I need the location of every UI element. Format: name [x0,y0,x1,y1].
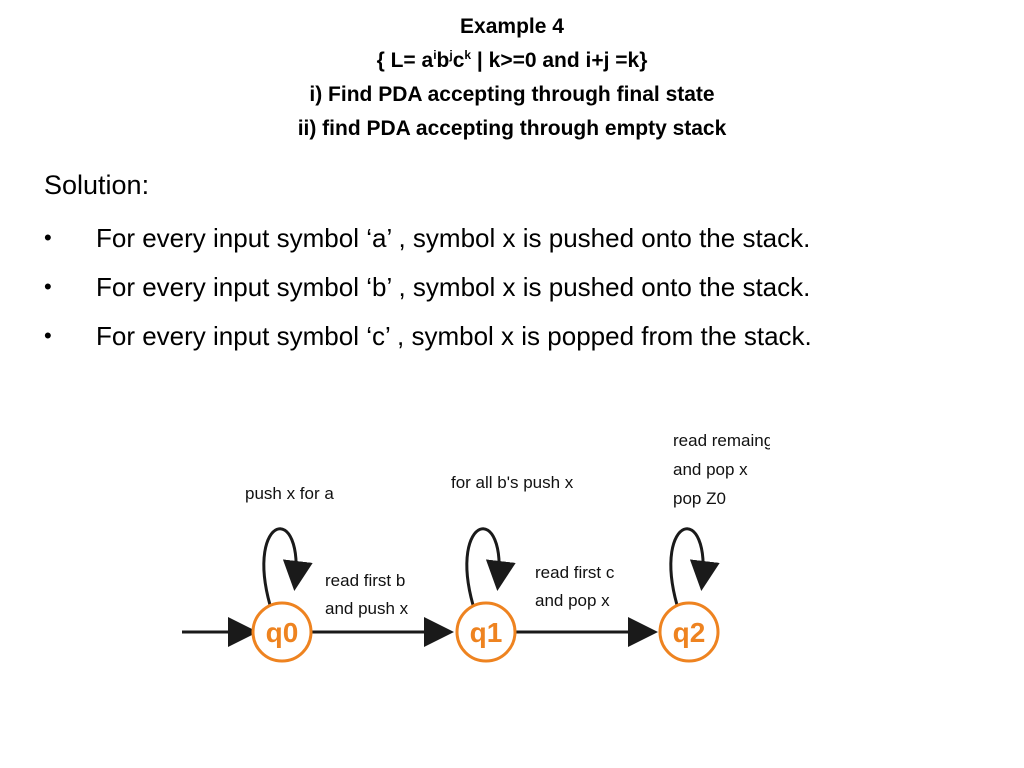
title-line-example: Example 4 [460,15,564,38]
language-condition: | k>=0 and i+j =k} [471,49,648,72]
bullet-text: For every input symbol ‘b’ , symbol x is… [96,272,811,302]
transition-q0-q1-label-line: read first b [325,571,405,590]
title-line-part-i: i) Find PDA accepting through final stat… [309,83,715,106]
title-line-part-ii: ii) find PDA accepting through empty sta… [297,117,727,140]
loop-q2-label-line: and pop x [673,460,748,479]
symbol-b: b [436,49,450,72]
solution-bullet-list: • For every input symbol ‘a’ , symbol x … [44,220,812,367]
symbol-c: c [452,49,465,72]
loop-q1-label: for all b's push x [451,473,574,492]
bullet-item: • For every input symbol ‘b’ , symbol x … [44,269,812,318]
exponent-i: i [433,48,437,62]
loop-q0-arrow [262,527,313,606]
state-q0-label: q0 [266,617,299,648]
bullet-text: For every input symbol ‘c’ , symbol x is… [96,321,812,351]
exponent-j: j [449,48,453,62]
loop-q2-label-line: pop Z0 [673,489,726,508]
exponent-k: k [464,48,472,62]
transition-q0-q1-label-line: and push x [325,599,409,618]
state-q2: q2 [658,601,720,663]
state-q2-label: q2 [673,617,706,648]
loop-q2-arrow [669,527,720,606]
slide-title: Example 4 { L= aibjck | k>=0 and i+j =k}… [0,10,1024,146]
loop-q1-arrow [465,527,516,606]
transition-q1-q2-label-line: and pop x [535,591,610,610]
bullet-item: • For every input symbol ‘c’ , symbol x … [44,318,812,367]
title-line-language: { L= aibjck | k>=0 and i+j =k} [0,44,1024,78]
language-open: { L= a [376,49,434,72]
pda-state-diagram: q0 q1 q2 push x for a for all b's push x… [182,431,770,663]
bullet-glyph: • [44,323,52,348]
bullet-item: • For every input symbol ‘a’ , symbol x … [44,220,812,269]
state-q1: q1 [455,601,517,663]
loop-q2-label-line: read remaing c's [673,431,770,450]
state-q0: q0 [251,601,313,663]
state-q1-label: q1 [470,617,503,648]
bullet-glyph: • [44,274,52,299]
state-q1-circle [455,601,517,663]
transition-q1-q2-label-line: read first c [535,563,615,582]
bullet-text: For every input symbol ‘a’ , symbol x is… [96,223,811,253]
loop-q0-label: push x for a [245,484,334,503]
state-q2-circle [658,601,720,663]
solution-heading: Solution: [44,170,150,200]
bullet-glyph: • [44,225,52,250]
state-q0-circle [251,601,313,663]
